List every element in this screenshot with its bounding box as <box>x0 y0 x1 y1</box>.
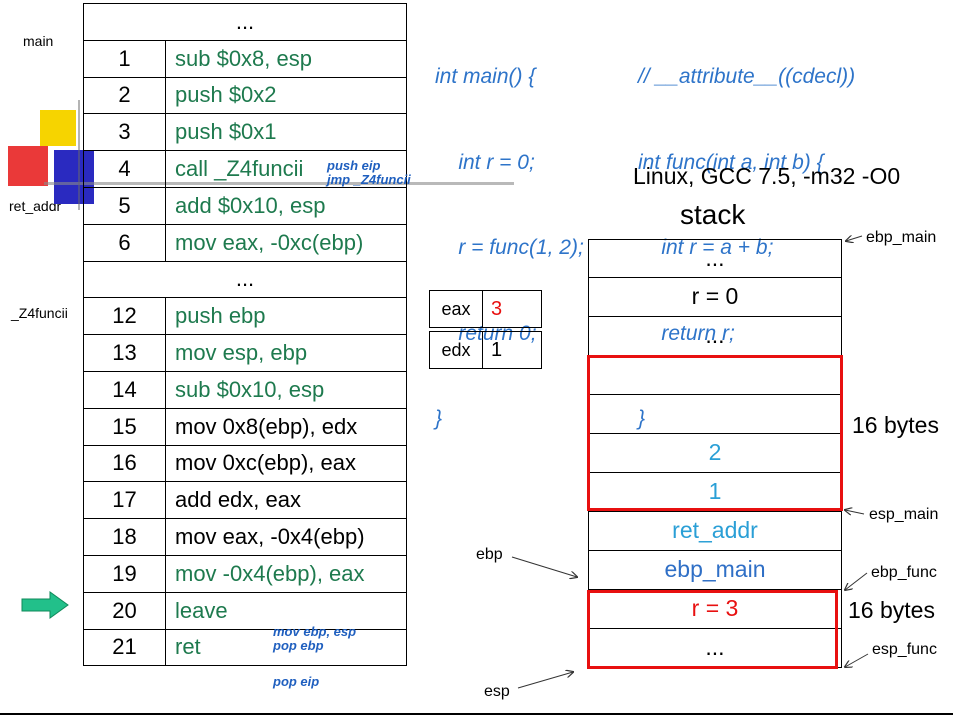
code-line: int main() { <box>435 65 536 88</box>
asm-line-number: 4 <box>83 150 166 188</box>
compile-info: Linux, GCC 7.5, -m32 -O0 <box>633 163 901 189</box>
asm-instruction: push $0x2 <box>165 76 407 115</box>
asm-ellipsis: ... <box>83 260 407 299</box>
asm-instruction: ret <box>165 628 407 667</box>
label-ret-addr: ret_addr <box>9 198 62 214</box>
asm-instruction: add edx, eax <box>165 481 407 520</box>
stack-cell: ebp_main <box>588 551 842 590</box>
arrow-esp-main <box>845 510 865 514</box>
label-func: _Z4funcii <box>11 305 68 321</box>
register-eax: eax 3 <box>429 290 542 328</box>
call-note-line-1: push eip <box>327 158 381 173</box>
pointer-ebp-func: ebp_func <box>871 564 937 581</box>
asm-instruction: mov 0xc(ebp), eax <box>165 444 407 483</box>
asm-instruction: mov eax, -0xc(ebp) <box>165 223 407 262</box>
asm-instruction: sub $0x10, esp <box>165 370 407 409</box>
stack-cell: ... <box>588 239 842 278</box>
code-line: int func(int a, int b) { <box>638 150 824 174</box>
current-instruction-arrow-icon <box>21 591 69 619</box>
code-line: r = func(1, 2); <box>435 236 584 259</box>
asm-instruction: call _Z4funcii <box>165 150 407 188</box>
arrow-esp <box>517 672 573 689</box>
asm-line-number: 12 <box>83 297 166 336</box>
asm-line-number: 19 <box>83 554 166 593</box>
asm-line-number: 3 <box>83 113 166 152</box>
code-line: } <box>435 407 443 430</box>
arrow-ebp-func <box>845 572 868 590</box>
register-name: edx <box>430 332 483 368</box>
stack-cell: ret_addr <box>588 512 842 551</box>
locals-frame-highlight <box>587 590 838 669</box>
asm-instruction: push $0x1 <box>165 113 407 152</box>
bottom-divider <box>0 713 953 715</box>
stack-title: stack <box>680 199 746 230</box>
pointer-ebp: ebp <box>476 546 503 563</box>
leave-note-line-1: mov ebp, esp <box>273 624 357 639</box>
asm-line-number: 21 <box>83 628 166 667</box>
asm-line-number: 18 <box>83 518 166 556</box>
asm-instruction: leave <box>165 591 407 630</box>
func-code: // __attribute__((cdecl)) int func(int a… <box>638 6 855 462</box>
asm-row: ... <box>83 260 407 299</box>
pointer-ebp-main: ebp_main <box>866 229 937 246</box>
code-line: int r = a + b; <box>638 236 774 259</box>
asm-instruction: push ebp <box>165 297 407 336</box>
code-line: int r = 0; <box>435 150 535 174</box>
register-edx: edx 1 <box>429 331 542 369</box>
leave-note-line-2: pop ebp <box>273 638 324 653</box>
asm-instruction: mov 0x8(ebp), edx <box>165 407 407 446</box>
asm-instruction: sub $0x8, esp <box>165 39 407 78</box>
pointer-esp-main: esp_main <box>869 506 939 523</box>
asm-line-number: 13 <box>83 334 166 372</box>
arrow-ebp <box>511 556 577 577</box>
label-main: main <box>23 33 54 49</box>
asm-line-number: 20 <box>83 591 166 630</box>
pointer-esp-func: esp_func <box>872 641 937 658</box>
register-name: eax <box>430 291 483 327</box>
leave-note: mov ebp, esp pop ebp <box>273 625 356 653</box>
asm-instruction: add $0x10, esp <box>165 186 407 225</box>
asm-line-number: 5 <box>83 186 166 225</box>
call-note: push eip jmp _Z4funcii <box>327 159 411 187</box>
code-line: return r; <box>638 321 735 345</box>
bytes-label-locals: 16 bytes <box>848 597 935 623</box>
code-line: // __attribute__((cdecl)) <box>638 65 856 88</box>
asm-line-number: 1 <box>83 39 166 78</box>
bytes-label-args: 16 bytes <box>852 412 939 438</box>
register-value: 3 <box>491 298 503 320</box>
call-note-line-2: jmp _Z4funcii <box>327 172 411 187</box>
asm-line-number: 17 <box>83 481 166 520</box>
register-value: 1 <box>491 339 503 361</box>
code-line: } <box>638 407 646 430</box>
stack-cell: r = 3 <box>588 590 842 629</box>
arrow-ebp-main <box>846 236 863 241</box>
args-frame-highlight <box>587 355 843 511</box>
ret-note: pop eip <box>273 674 320 689</box>
stack-cell: r = 0 <box>588 278 842 317</box>
pointer-esp: esp <box>484 683 510 700</box>
asm-line-number: 6 <box>83 223 166 262</box>
asm-instruction: mov esp, ebp <box>165 334 407 372</box>
arrow-esp-func <box>845 653 869 667</box>
asm-line-number: 15 <box>83 407 166 446</box>
